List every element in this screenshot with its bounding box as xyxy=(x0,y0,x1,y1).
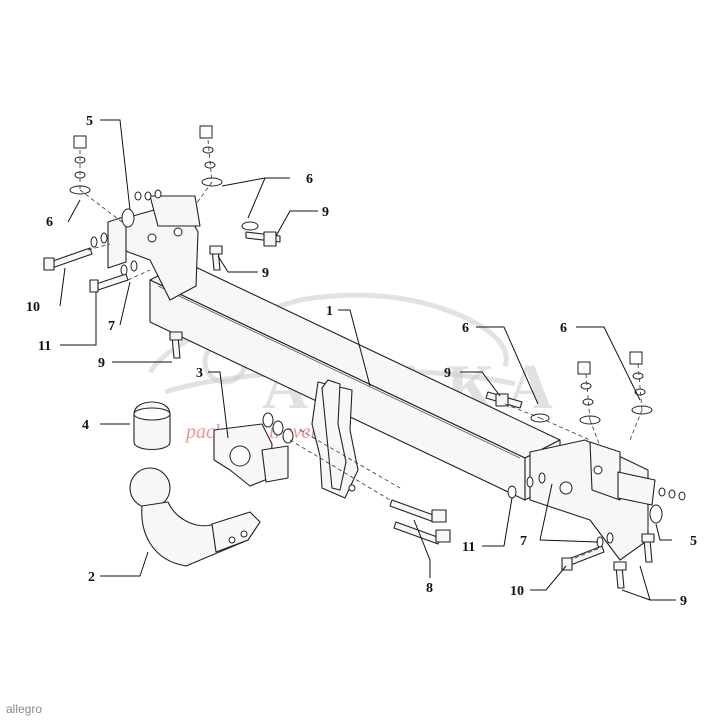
callout-4: 4 xyxy=(82,418,89,433)
callout-9-left: 9 xyxy=(98,356,105,371)
socket-plate xyxy=(213,423,289,487)
credit-watermark: allegro xyxy=(6,702,43,716)
callout-9-bottom-right: 9 xyxy=(680,594,687,609)
callout-labels: 5 5 6 6 6 6 9 9 9 9 9 10 10 11 11 7 7 1 … xyxy=(26,114,697,609)
callout-6-far-right: 6 xyxy=(560,321,567,336)
callout-11-right: 11 xyxy=(462,540,475,555)
callout-7-left: 7 xyxy=(108,319,115,334)
washers-nuts xyxy=(69,125,686,548)
callout-9-upper-mid: 9 xyxy=(262,266,269,281)
callout-3: 3 xyxy=(196,366,203,381)
bolts xyxy=(43,231,655,589)
callout-11-left: 11 xyxy=(38,339,51,354)
callout-9-top: 9 xyxy=(322,205,329,220)
callout-7-right: 7 xyxy=(520,534,527,549)
assembly-lines xyxy=(79,139,649,559)
callout-5-left: 5 xyxy=(86,114,93,129)
callout-6-top: 6 xyxy=(306,172,313,187)
callout-8: 8 xyxy=(426,581,433,596)
callout-6-mid-right: 6 xyxy=(462,321,469,336)
callout-1: 1 xyxy=(326,304,333,319)
callout-6-left: 6 xyxy=(46,215,53,230)
hitch-plate xyxy=(311,379,359,499)
leader-lines xyxy=(59,119,676,601)
callout-10-right: 10 xyxy=(510,584,524,599)
callout-2: 2 xyxy=(88,570,95,585)
right-bracket xyxy=(529,439,656,561)
callout-10-left: 10 xyxy=(26,300,40,315)
left-bracket xyxy=(107,195,201,301)
callout-5-right: 5 xyxy=(690,534,697,549)
ball-cover xyxy=(133,401,171,451)
callout-9-center: 9 xyxy=(444,366,451,381)
tow-ball xyxy=(129,467,261,567)
